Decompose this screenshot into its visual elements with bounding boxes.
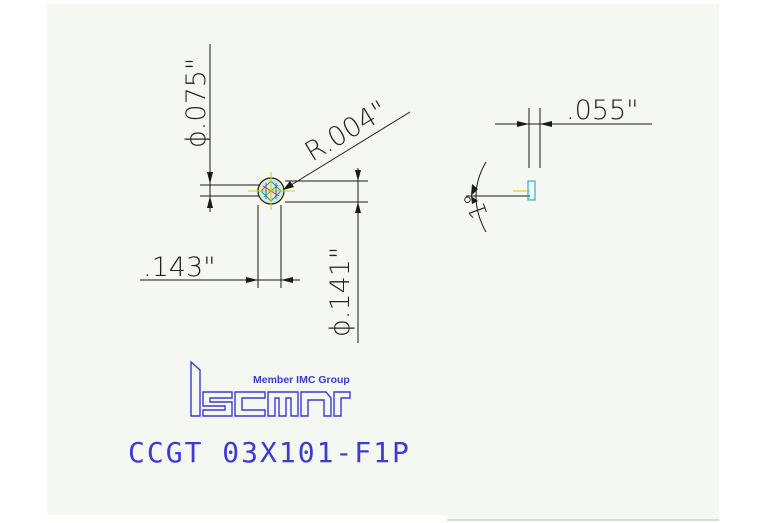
iscar-logo-mark bbox=[190, 360, 351, 417]
part-section bbox=[248, 172, 295, 210]
front-view bbox=[140, 44, 411, 343]
dimension-inner-diameter: ϕ.075" bbox=[181, 58, 212, 148]
side-view bbox=[466, 108, 652, 233]
dimension-offset: .143" bbox=[143, 252, 216, 283]
brand-logo: Member IMC Group iscar bbox=[190, 360, 351, 417]
logo-tagline: Member IMC Group bbox=[253, 374, 350, 386]
dimension-outer-diameter: ϕ.141" bbox=[325, 247, 356, 337]
part-number: CCGT 03X101-F1P bbox=[128, 436, 411, 469]
dimension-width: .055" bbox=[566, 95, 639, 126]
